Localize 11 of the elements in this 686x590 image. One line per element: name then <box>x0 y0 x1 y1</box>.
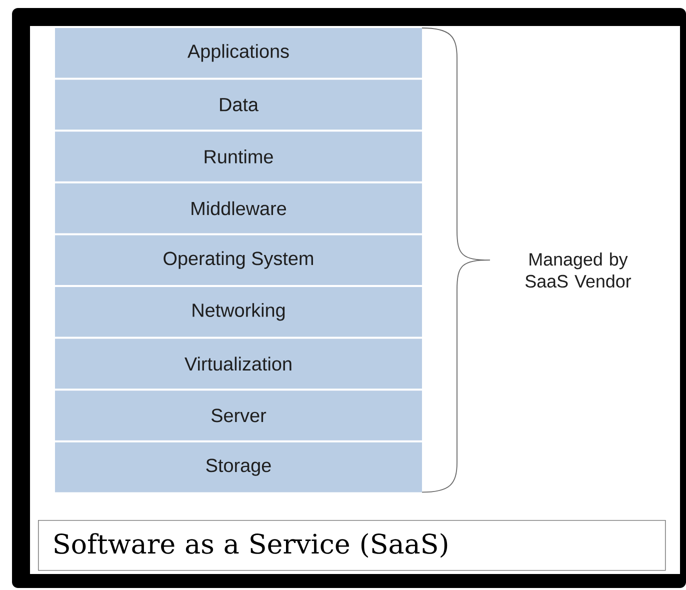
title-box: Software as a Service (SaaS) <box>38 520 666 571</box>
layer-box: Server <box>55 390 422 440</box>
layer-box: Operating System <box>55 235 422 285</box>
layer-box: Applications <box>55 28 422 78</box>
layer-box: Networking <box>55 287 422 337</box>
layer-box: Storage <box>55 442 422 492</box>
brace-label: Managed by SaaS Vendor <box>525 252 632 288</box>
layer-box: Data <box>55 80 422 130</box>
layer-box: Middleware <box>55 183 422 234</box>
layer-box: Virtualization <box>55 338 422 389</box>
layer-box: Runtime <box>55 132 422 182</box>
